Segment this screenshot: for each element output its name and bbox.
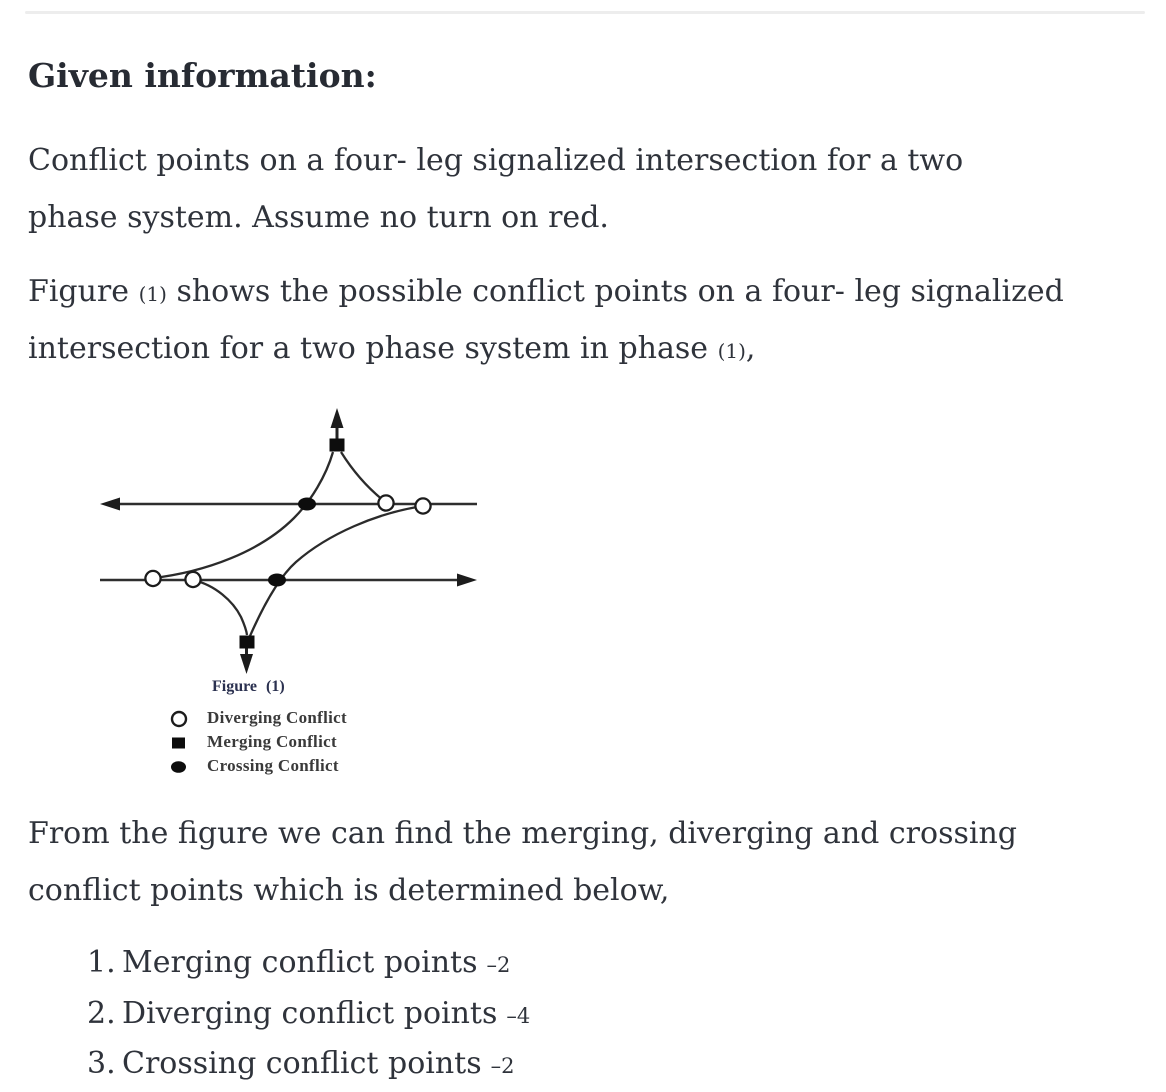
intersection-diagram — [100, 408, 477, 674]
eastbound-arrowhead — [457, 573, 477, 587]
crossing-dot-icon — [171, 761, 186, 773]
list-value: –2 — [490, 1054, 515, 1078]
list-text: Diverging conflict points — [122, 995, 498, 1031]
paragraph-line: From the figure we can find the merging,… — [28, 816, 1017, 851]
paragraph-line: conflict points which is determined belo… — [28, 873, 670, 908]
list-number: 3. — [87, 1046, 116, 1081]
legend-row-crossing: Crossing Conflict — [168, 754, 347, 778]
eastbound-left-turn-path — [149, 451, 335, 580]
top-divider — [25, 11, 1145, 14]
list-item: 3.Crossing conflict points –2 — [87, 1040, 530, 1091]
legend-label: Diverging Conflict — [207, 708, 347, 727]
diverging-conflict-marker — [377, 494, 395, 512]
north-arrowhead — [330, 408, 344, 428]
diverging-conflict-marker — [144, 569, 162, 588]
paragraph-line: Conflict points on a four- leg signalize… — [28, 143, 964, 178]
list-value: –4 — [506, 1003, 531, 1028]
list-number: 1. — [87, 945, 116, 980]
paragraph-line: phase system. Assume no turn on red. — [28, 200, 609, 235]
list-text: Merging conflict points — [122, 945, 478, 980]
south-arrowhead — [240, 654, 253, 674]
list-value: –2 — [486, 953, 511, 977]
westbound-arrowhead — [100, 497, 120, 511]
merging-conflict-south-marker — [239, 635, 255, 649]
legend-row-diverging: Diverging Conflict — [168, 706, 347, 730]
merging-conflict-north-marker — [329, 438, 345, 452]
legend-label: Crossing Conflict — [207, 756, 339, 775]
paragraph-line: intersection for a two phase system in p… — [28, 331, 756, 366]
conflict-points-list: 1.Merging conflict points –2 2.Diverging … — [87, 939, 530, 1091]
intersection-figure — [85, 395, 495, 685]
crossing-conflict-lower-marker — [268, 573, 286, 587]
diverging-circle-icon — [170, 710, 188, 728]
legend-row-merging: Merging Conflict — [168, 730, 347, 754]
diverging-conflict-marker — [414, 497, 432, 515]
list-item: 1.Merging conflict points –2 — [87, 939, 530, 990]
eastbound-right-turn-path — [192, 578, 249, 636]
merging-square-icon — [172, 737, 185, 749]
paragraph-conclusion: From the figure we can find the merging,… — [28, 805, 1017, 919]
paragraph-line: Figure (1) shows the possible conflict p… — [28, 274, 1064, 309]
given-information-heading: Given information: — [28, 56, 377, 95]
westbound-left-turn-path — [248, 504, 424, 637]
phase-ref-inline: (1) — [717, 339, 746, 363]
list-text: Crossing conflict points — [122, 1046, 482, 1081]
list-item: 2.Diverging conflict points –4 — [87, 990, 530, 1041]
legend-label: Merging Conflict — [207, 732, 337, 751]
figure-caption: Figure (1) — [212, 678, 285, 695]
paragraph-given: Conflict points on a four- leg signalize… — [28, 132, 963, 246]
paragraph-figure-intro: Figure (1) shows the possible conflict p… — [28, 263, 1064, 377]
list-number: 2. — [87, 995, 116, 1031]
figure-legend: Diverging Conflict Merging Conflict Cros… — [168, 706, 347, 778]
figure-ref-inline: (1) — [138, 282, 167, 306]
westbound-right-turn-path — [340, 451, 387, 504]
diverging-conflict-marker — [184, 570, 202, 589]
crossing-conflict-upper-marker — [298, 497, 316, 511]
